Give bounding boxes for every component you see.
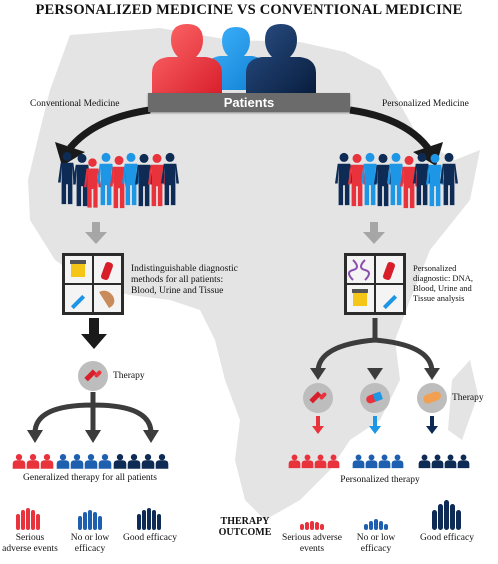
urine-cup-icon-right (353, 292, 367, 306)
left-diagnostic-text: Indistinguishable diagnostic methods for… (131, 264, 238, 296)
right-outcome-good: Good efficacy (420, 533, 474, 543)
left-therapy-label: Therapy (113, 371, 145, 381)
right-therapy-label: Therapy (452, 393, 484, 403)
left-outcome-good: Good efficacy (123, 533, 177, 543)
madagascar-map (448, 360, 478, 440)
personalized-therapy-label: Personalized therapy (340, 475, 420, 485)
left-black-arrow (81, 318, 107, 349)
right-outcome-bars (300, 500, 461, 530)
blood-tube-icon (101, 262, 113, 280)
left-outcome-bars (16, 508, 161, 530)
left-outcome-low: No or low efficacy (70, 533, 110, 554)
patients-bar: Patients (148, 93, 350, 112)
pipette-icon (70, 294, 86, 310)
left-branch (32, 392, 154, 434)
arrow-to-personalized (349, 106, 431, 151)
arrow-to-conventional (67, 106, 151, 151)
tissue-icon (99, 290, 115, 308)
conventional-heading: Conventional Medicine (30, 99, 120, 109)
page-title: PERSONALIZED MEDICINE VS CONVENTIONAL ME… (35, 2, 463, 18)
patients-busts (152, 24, 316, 95)
therapy-outcome-label: THERAPY OUTCOME (218, 516, 272, 538)
right-outcome-low: No or low efficacy (356, 533, 396, 554)
left-gray-arrow (85, 222, 107, 244)
blood-tube-icon-right (383, 262, 395, 280)
right-outcome-serious: Serious adverse events (282, 533, 342, 554)
urine-cup-icon (71, 263, 85, 277)
personalized-heading: Personalized Medicine (382, 99, 469, 109)
pipette-icon-right (382, 294, 398, 310)
dna-icon (348, 259, 370, 281)
right-branch (315, 318, 435, 373)
generalized-therapy-label: Generalized therapy for all patients (23, 473, 157, 483)
left-outcome-serious: Serious adverse events (2, 533, 58, 554)
left-busts-row (12, 454, 169, 469)
right-diagnostic-text: Personalized diagnostic: DNA, Blood, Uri… (413, 263, 473, 303)
right-gray-arrow (363, 222, 385, 244)
